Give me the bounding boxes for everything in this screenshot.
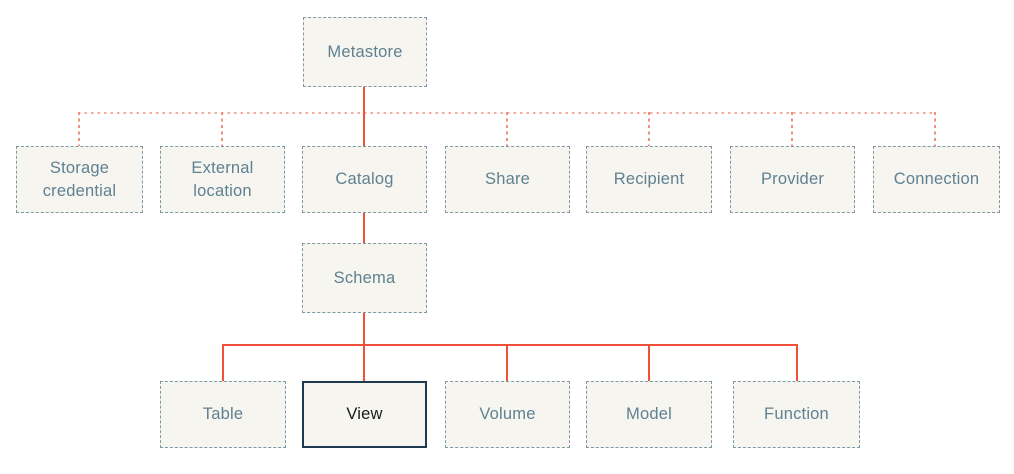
edge-drop-model [648,344,650,381]
node-table-label: Table [202,405,244,423]
node-function: Function [733,381,860,448]
node-view-label: View [346,405,383,423]
edge-drop-volume [506,344,508,381]
node-metastore: Metastore [303,17,427,87]
node-provider-label: Provider [760,170,825,188]
edge-drop-storage-credential [78,112,80,146]
node-storage-credential: Storage credential [16,146,143,213]
node-function-label: Function [764,405,829,423]
node-volume: Volume [445,381,570,448]
edge-drop-function [796,344,798,381]
edge-drop-share [506,112,508,146]
edge-drop-connection [934,112,936,146]
edge-schema-children-bus [222,344,798,346]
node-model-label: Model [626,405,672,423]
node-share-label: Share [484,170,531,188]
node-catalog-label: Catalog [335,170,394,188]
node-volume-label: Volume [479,405,536,423]
node-provider: Provider [730,146,855,213]
node-catalog: Catalog [302,146,427,213]
node-schema-label: Schema [333,268,396,287]
node-model: Model [586,381,712,448]
node-table: Table [160,381,286,448]
node-metastore-label: Metastore [327,42,403,61]
node-schema: Schema [302,243,427,313]
node-storage-credential-label: Storage credential [42,158,117,200]
node-connection: Connection [873,146,1000,213]
edge-metastore-catalog [363,87,365,146]
node-share: Share [445,146,570,213]
node-external-location-label: External location [191,158,254,200]
node-external-location: External location [160,146,285,213]
node-recipient-label: Recipient [613,170,685,188]
edge-drop-view [363,344,365,381]
edge-drop-table [222,344,224,381]
edge-drop-provider [791,112,793,146]
edge-catalog-schema [363,213,365,243]
edge-drop-external-location [221,112,223,146]
edge-drop-recipient [648,112,650,146]
node-connection-label: Connection [893,170,980,188]
node-recipient: Recipient [586,146,712,213]
edge-schema-trunk [363,313,365,346]
node-view: View [302,381,427,448]
